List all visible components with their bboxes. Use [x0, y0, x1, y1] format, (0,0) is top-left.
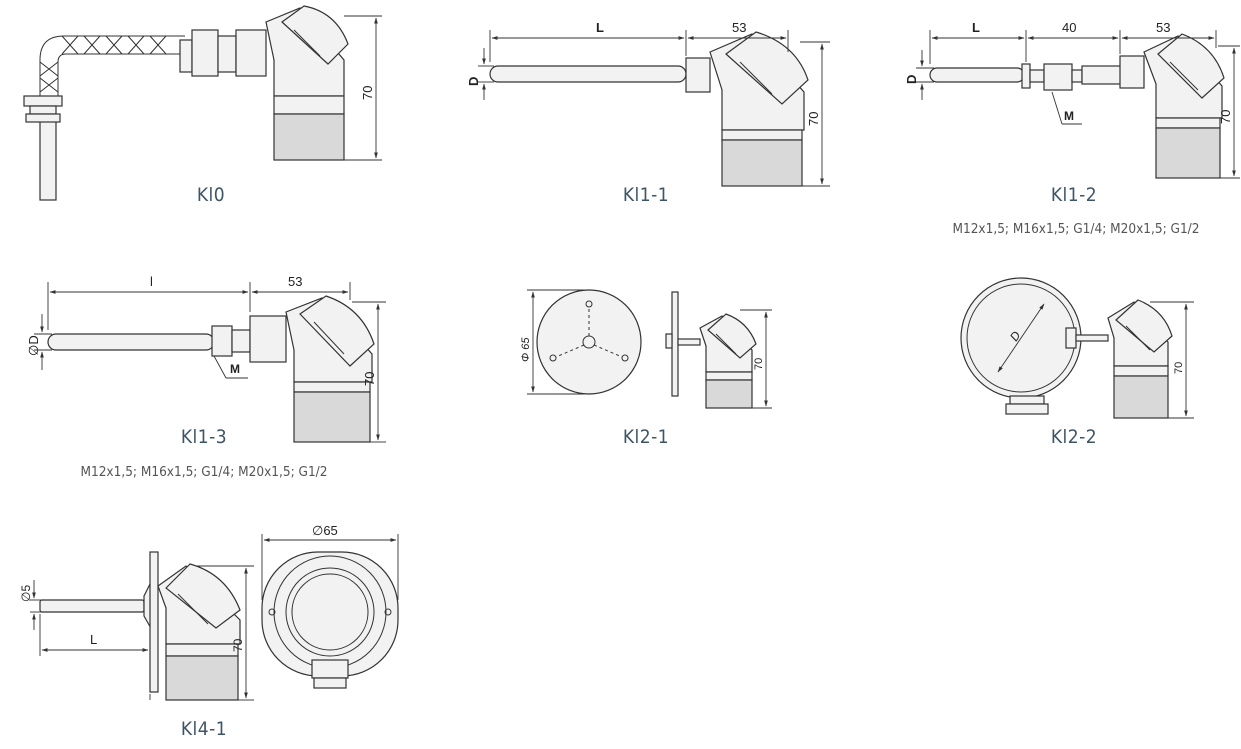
kl1-3-dim-head: 53: [288, 274, 302, 289]
kl4-1-dim-length: L: [90, 632, 97, 647]
drawing-kl2-2: D 70: [960, 277, 1194, 419]
kl1-2-dim-height: 70: [1218, 110, 1233, 124]
drawing-kl0: 70: [23, 5, 382, 201]
drawing-kl1-2: L 40 53 D M 70: [904, 20, 1240, 179]
drawing-kl1-3: l 53 ∅D M 70: [26, 274, 386, 443]
kl4-1-dim-height: 70: [231, 638, 245, 652]
kl4-1-dim-diameter: ∅5: [19, 585, 33, 602]
kl0-dim-height: 70: [360, 86, 375, 100]
kl2-2-dim-height: 70: [1173, 362, 1185, 374]
kl1-1-dim-length: L: [596, 20, 604, 35]
drawing-kl2-1: Φ 65 70: [520, 289, 772, 409]
drawing-kl4-1: ∅5 L 70 ∅65: [19, 523, 399, 701]
kl1-2-dim-thread: M: [1064, 109, 1074, 123]
kl1-3-dim-height: 70: [362, 372, 377, 386]
caption-kl4-1: Kl4-1: [180, 718, 228, 740]
kl1-1-dim-height: 70: [806, 112, 821, 126]
kl1-3-dim-diameter: ∅D: [26, 335, 41, 356]
caption-kl2-2: Kl2-2: [1050, 426, 1098, 448]
caption-kl1-3: Kl1-3: [180, 426, 228, 448]
kl2-1-dim-flange: Φ 65: [520, 337, 532, 362]
kl1-2-dim-fitting: 40: [1062, 20, 1076, 35]
caption-kl1-1: Kl1-1: [622, 184, 670, 206]
kl1-2-dim-length: L: [972, 20, 980, 35]
caption-kl2-1: Kl2-1: [622, 426, 670, 448]
thread-options-kl1-3: M12x1,5; M16x1,5; G1/4; M20x1,5; G1/2: [80, 464, 328, 480]
kl2-1-dim-height: 70: [753, 358, 765, 370]
thread-options-kl1-2: M12x1,5; M16x1,5; G1/4; M20x1,5; G1/2: [952, 221, 1200, 237]
caption-kl0: Kl0: [196, 184, 226, 206]
drawing-kl1-1: L 53 D 70: [466, 20, 830, 187]
kl1-3-dim-length: l: [150, 274, 153, 289]
kl1-3-dim-thread: M: [230, 362, 240, 376]
kl4-1-dim-flange: ∅65: [312, 523, 338, 538]
kl1-2-dim-diameter: D: [904, 75, 919, 84]
kl1-1-dim-head: 53: [732, 20, 746, 35]
kl1-2-dim-head: 53: [1156, 20, 1170, 35]
caption-kl1-2: Kl1-2: [1050, 184, 1098, 206]
kl1-1-dim-diameter: D: [466, 77, 481, 86]
